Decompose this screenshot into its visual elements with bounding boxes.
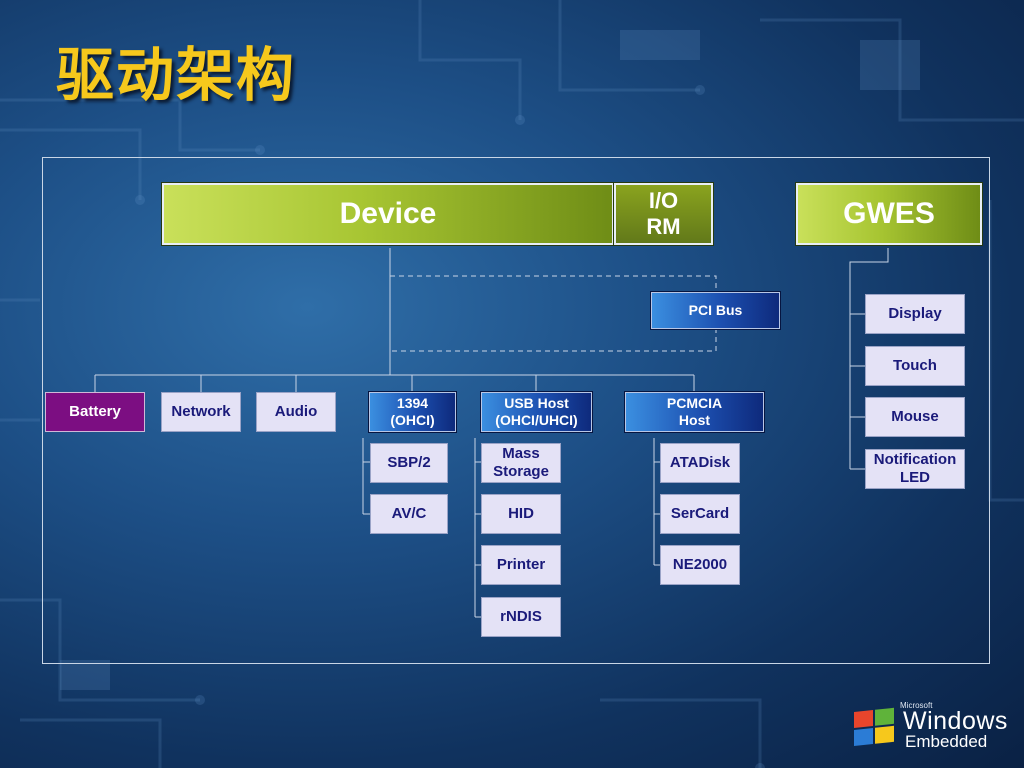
pcmcia-host-box: PCMCIA Host [624, 391, 765, 433]
pci-bus-box: PCI Bus [650, 291, 781, 330]
printer-box: Printer [481, 545, 561, 585]
sbp2-box: SBP/2 [370, 443, 448, 483]
sercard-box: SerCard [660, 494, 740, 534]
hid-box: HID [481, 494, 561, 534]
network-box: Network [161, 392, 241, 432]
battery-box: Battery [45, 392, 145, 432]
ohci-1394-box: 1394 (OHCI) [368, 391, 457, 433]
rndis-box: rNDIS [481, 597, 561, 637]
embedded-wordmark: Embedded [905, 732, 988, 751]
ne2000-box: NE2000 [660, 545, 740, 585]
usb-host-box: USB Host (OHCI/UHCI) [480, 391, 593, 433]
gwes-box: GWES [795, 182, 983, 246]
notification-led-box: Notification LED [865, 449, 965, 489]
display-box: Display [865, 294, 965, 334]
audio-box: Audio [256, 392, 336, 432]
avc-box: AV/C [370, 494, 448, 534]
windows-flag-icon [854, 707, 894, 746]
microsoft-wordmark: Microsoft [900, 701, 933, 710]
diagram-frame [42, 157, 990, 664]
touch-box: Touch [865, 346, 965, 386]
atadisk-box: ATADisk [660, 443, 740, 483]
mass-storage-box: Mass Storage [481, 443, 561, 483]
io-rm-box: I/O RM [613, 182, 714, 246]
windows-wordmark: Windows [903, 707, 1008, 735]
device-box: Device [161, 182, 615, 246]
page-title: 驱动架构 [56, 41, 297, 109]
mouse-box: Mouse [865, 397, 965, 437]
